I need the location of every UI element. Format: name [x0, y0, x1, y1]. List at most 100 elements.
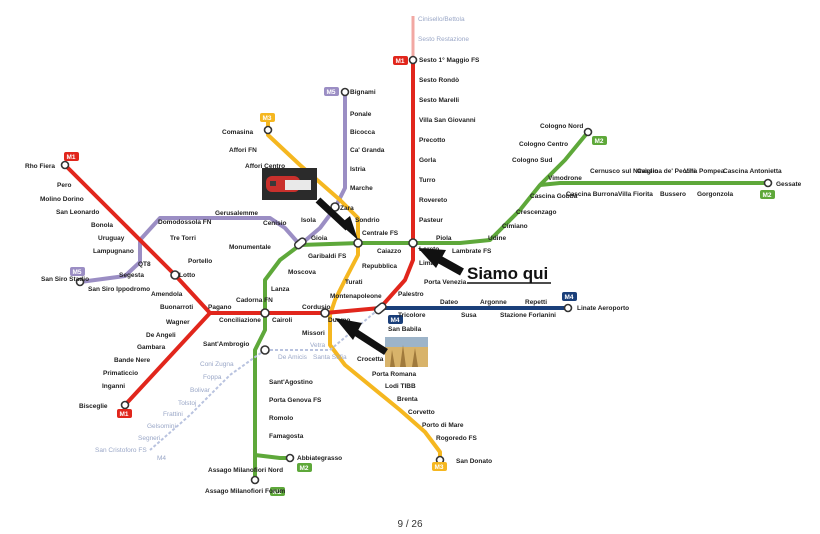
station-label: Cadorna FN — [236, 297, 273, 304]
station-label: Stazione Forlanini — [500, 312, 556, 319]
station-label: Cairoli — [272, 317, 292, 324]
photo-duomo-thumbnail — [385, 337, 428, 367]
tag-m4-east: M4 — [565, 294, 574, 301]
station-label: Bignami — [350, 89, 376, 96]
station-label: Isola — [301, 217, 316, 224]
station-label: Bande Nere — [114, 357, 151, 364]
station-label: Gelsomini — [147, 423, 176, 430]
station-label: Amendola — [151, 291, 183, 298]
station-label: Inganni — [102, 383, 125, 390]
station-label: Gambara — [137, 344, 166, 351]
station-label: Porta Genova FS — [269, 397, 322, 404]
station-label: Istria — [350, 166, 366, 173]
station-label: Porto di Mare — [422, 422, 464, 429]
station-label: Bolivar — [190, 387, 211, 394]
station-label: Assago Milanofiori Forum — [205, 488, 285, 495]
photo-train-thumbnail — [262, 168, 317, 200]
station-label: Pasteur — [419, 217, 443, 224]
station-label: Sesto Restazione — [418, 36, 469, 43]
station-label: Lanza — [271, 286, 290, 293]
station-label: Vimodrone — [548, 175, 582, 182]
station-label: Rogoredo FS — [436, 435, 477, 442]
station-label: Susa — [461, 312, 477, 319]
station-label: Montenapoleone — [330, 293, 382, 300]
station-label: Brenta — [397, 396, 418, 403]
station-label: Monumentale — [229, 244, 271, 251]
station-label: Lampugnano — [93, 248, 134, 255]
station-label: Centrale FS — [362, 230, 399, 237]
station-label: Turati — [345, 279, 363, 286]
station-label: Domodossola FN — [158, 219, 212, 226]
arrow-to-photo-duomo — [335, 318, 388, 355]
station-label: Ponale — [350, 111, 372, 118]
station-label: Sesto Rondò — [419, 77, 459, 84]
station-label: Argonne — [480, 299, 507, 306]
tag-m2-northeast: M2 — [595, 138, 604, 145]
station-label: San Siro Stadio — [41, 276, 89, 283]
station-label: Cimiano — [502, 223, 528, 230]
station-label: Cascina Burrona — [566, 191, 618, 198]
station-label: Turro — [419, 177, 436, 184]
station-label: Caiazzo — [377, 248, 401, 255]
station-label: Famagosta — [269, 433, 304, 440]
station-label: Tre Torri — [170, 235, 196, 242]
station-label: Missori — [302, 330, 325, 337]
station-label: Sant'Agostino — [269, 379, 313, 386]
station-label: Lambrate FS — [452, 248, 492, 255]
station-label: Gessate — [776, 181, 802, 188]
tag-m2-east: M2 — [763, 192, 772, 199]
station-label: Piola — [436, 235, 452, 242]
station-label: Palestro — [398, 291, 424, 298]
station-label: Crescenzago — [516, 209, 556, 216]
station-label: Cologno Centro — [519, 141, 568, 148]
station-label: Portello — [188, 258, 212, 265]
station-label: San Babila — [388, 326, 422, 333]
station-label: San Leonardo — [56, 209, 99, 216]
labels-m2: Cologno Nord Cologno Centro Cologno Sud … — [203, 123, 802, 495]
station-label: Uruguay — [98, 235, 125, 242]
station-label: Sesto Marelli — [419, 97, 459, 104]
station-label: Romolo — [269, 415, 293, 422]
station-label: Molino Dorino — [40, 196, 84, 203]
tag-m5-north: M5 — [327, 89, 336, 96]
station-label: Frattini — [163, 411, 183, 418]
station-label: Vetra — [310, 342, 326, 349]
station-label: Cinisello/Bettola — [418, 16, 465, 23]
station-label: Gerusalemme — [215, 210, 258, 217]
station-label: Cordusio — [302, 304, 331, 311]
station-label: Abbiategrasso — [297, 455, 342, 462]
station-label: Rho Fiera — [25, 163, 55, 170]
station-label: Porta Romana — [372, 371, 416, 378]
station-label: Rovereto — [419, 197, 447, 204]
station-label: Lima — [419, 260, 435, 267]
page-indicator: 9 / 26 — [397, 519, 423, 530]
station-label: Sesto 1° Maggio FS — [419, 56, 480, 64]
station-label: Ca' Granda — [350, 147, 385, 154]
station-label: Sondrio — [355, 217, 380, 224]
station-label: Lotto — [179, 272, 195, 279]
station-label: Repubblica — [362, 263, 397, 270]
labels-m5: Bignami Ponale Bicocca Ca' Granda Istria… — [41, 89, 385, 293]
station-label: Affori FN — [229, 147, 257, 154]
line-m4 — [149, 306, 568, 451]
station-label: Linate Aeroporto — [577, 305, 629, 312]
station-label: Foppa — [203, 374, 222, 381]
tag-m3-north: M3 — [263, 115, 272, 122]
station-label: Santa Sofia — [313, 354, 347, 361]
tag-m1-north: M1 — [396, 58, 405, 65]
station-label: Tolstoj — [178, 400, 196, 407]
station-label: Bonola — [91, 222, 113, 229]
station-label: Crocetta — [357, 356, 384, 363]
station-label: Pero — [57, 182, 71, 189]
station-label: Garibaldi FS — [308, 253, 347, 260]
station-label: Segesta — [119, 272, 144, 279]
station-label: Bisceglie — [79, 403, 108, 410]
station-label: Villa Pompea — [684, 168, 725, 175]
station-label: Cernusco sul Naviglio — [590, 168, 658, 175]
station-label: Gioia — [311, 235, 328, 242]
line-tags: M1 M1 M1 M2 M2 M2 M2 M3 M3 M4 M4 M4 M5 M… — [64, 56, 775, 496]
station-label: De Angeli — [146, 332, 176, 339]
tag-m2-south: M2 — [300, 465, 309, 472]
station-label: Dateo — [440, 299, 458, 306]
arrow-to-photo-train — [315, 197, 358, 240]
